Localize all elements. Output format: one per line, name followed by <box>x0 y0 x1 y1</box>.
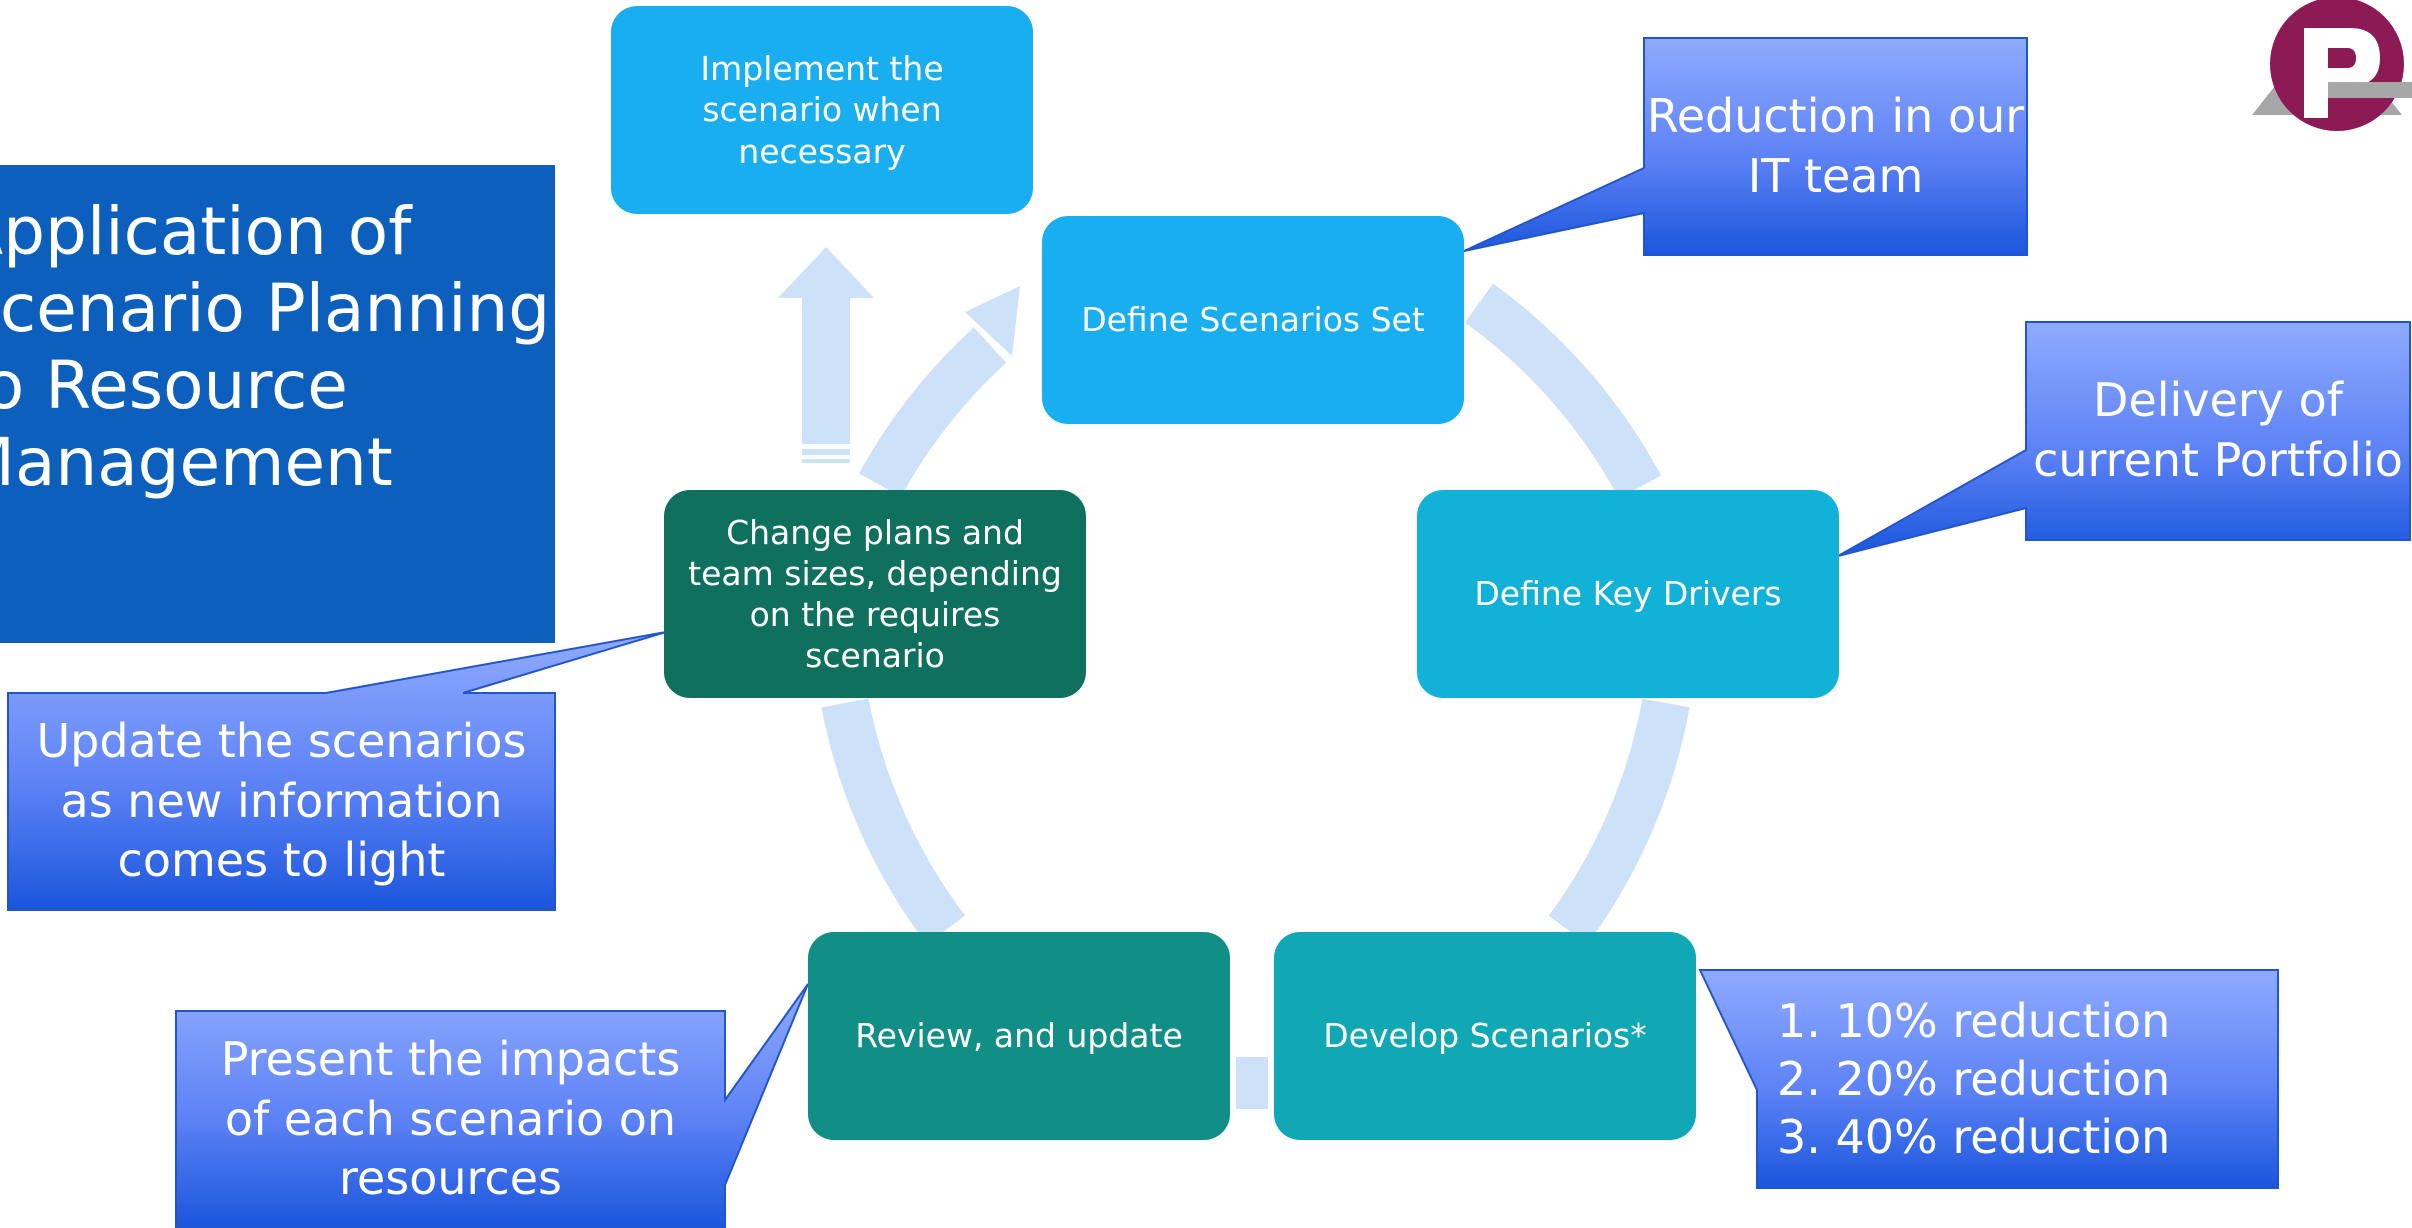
callout-it-team-text: Reduction in our IT team <box>1646 88 2025 203</box>
reduction-item: 1. 10% reduction <box>1777 994 2171 1048</box>
callout-portfolio-text: Delivery of current Portfolio <box>2033 373 2403 487</box>
step-define-scenarios[interactable]: Define Scenarios Set <box>1042 216 1464 424</box>
cycle-ring <box>821 283 1690 945</box>
step-define-key-drivers-label: Define Key Drivers <box>1474 574 1782 614</box>
title-panel: Application of Scenario Planning to Reso… <box>0 165 555 643</box>
step-change-plans-label: Change plans and team sizes, depending o… <box>688 512 1062 676</box>
callout-present-impacts: Present the impacts of each scenario on … <box>176 1011 725 1228</box>
cycle-arc-right-lower <box>1548 698 1690 945</box>
step-define-scenarios-label: Define Scenarios Set <box>1081 300 1425 340</box>
callout-present-impacts-text: Present the impacts of each scenario on … <box>220 1031 681 1206</box>
step-implement[interactable]: Implement the scenario when necessary <box>611 6 1033 214</box>
callout-update-scenarios-text: Update the scenarios as new information … <box>36 713 527 888</box>
cycle-connector-bottom <box>1236 1057 1268 1109</box>
callout-portfolio: Delivery of current Portfolio <box>2026 322 2410 540</box>
cycle-arc-right-upper <box>1464 283 1662 499</box>
cycle-arrowhead <box>965 286 1020 356</box>
up-arrow <box>778 247 874 463</box>
callout-reductions: 1. 10% reduction 2. 20% reduction 3. 40%… <box>1757 970 2278 1188</box>
step-develop-scenarios[interactable]: Develop Scenarios* <box>1274 932 1696 1140</box>
callout-update-scenarios: Update the scenarios as new information … <box>8 693 555 910</box>
step-change-plans[interactable]: Change plans and team sizes, depending o… <box>664 490 1086 698</box>
reduction-item: 3. 40% reduction <box>1777 1110 2171 1164</box>
callout-update-shape <box>7 631 667 911</box>
step-implement-label: Implement the scenario when necessary <box>700 49 944 171</box>
step-define-key-drivers[interactable]: Define Key Drivers <box>1417 490 1839 698</box>
callout-portfolio-shape <box>1837 321 2411 557</box>
callout-present-shape <box>175 983 809 1228</box>
callout-it-team: Reduction in our IT team <box>1644 38 2027 255</box>
callout-it-team-shape <box>1463 37 2028 256</box>
slide-title: Application of Scenario Planning to Reso… <box>0 193 551 501</box>
cycle-arc-left-upper <box>858 327 1007 497</box>
callout-reductions-shape <box>1698 969 2279 1189</box>
logo-bar <box>2328 82 2412 98</box>
reduction-item: 2. 20% reduction <box>1777 1052 2171 1106</box>
step-review-update[interactable]: Review, and update <box>808 932 1230 1140</box>
logo-letter-p <box>2304 28 2380 118</box>
cycle-arc-left-lower <box>821 698 966 945</box>
logo-circle <box>2270 0 2404 131</box>
company-logo <box>2252 0 2412 131</box>
step-review-update-label: Review, and update <box>855 1016 1183 1056</box>
step-develop-scenarios-label: Develop Scenarios* <box>1323 1016 1647 1056</box>
